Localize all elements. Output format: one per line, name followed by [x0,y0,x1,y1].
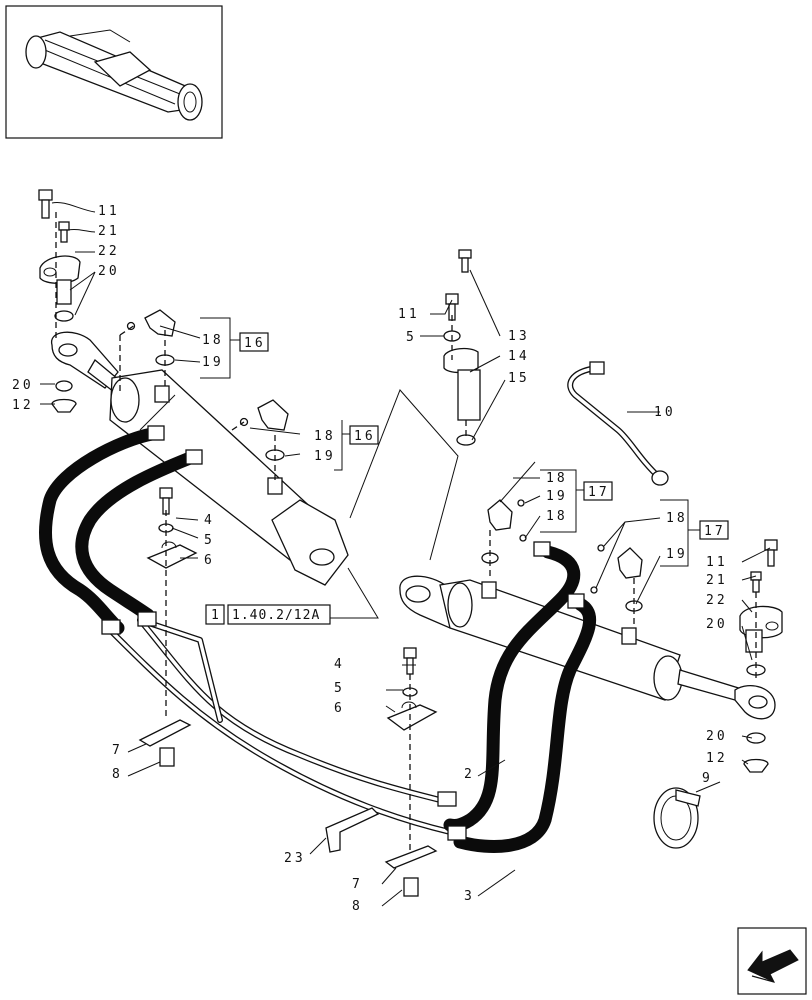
label-2: 2 [464,767,475,782]
hydraulic-hoses [38,425,596,853]
label-13: 13 [508,329,530,344]
label-17: 17 [588,485,610,500]
right-steering-cylinder [399,575,776,720]
label-19: 19 [666,547,688,562]
label-18: 18 [314,429,336,444]
label-11: 11 [98,204,120,219]
label-14: 14 [508,349,530,364]
label-7: 7 [112,743,123,758]
bracket-parts [138,487,438,897]
label-19: 19 [202,355,224,370]
label-20: 20 [98,264,120,279]
label-8: 8 [112,767,123,782]
label-18: 18 [202,333,224,348]
label-21: 21 [98,224,120,239]
label-23: 23 [284,851,306,866]
label-11: 11 [706,555,728,570]
label-4: 4 [334,657,345,672]
ref-index[interactable]: 1 [211,608,222,623]
hose-clamp-9 [653,787,701,849]
label-22: 22 [98,244,120,259]
label-12: 12 [12,398,34,413]
rigid-pipes [105,617,453,835]
left-stack-parts [38,189,176,413]
label-5: 5 [204,533,215,548]
label-21: 21 [706,573,728,588]
label-11: 11 [398,307,420,322]
label-5: 5 [406,330,417,345]
label-7: 7 [352,877,363,892]
left-steering-cylinder [51,331,349,586]
boxed-reference-frames [205,332,729,625]
label-17: 17 [704,524,726,539]
label-15: 15 [508,371,530,386]
label-20: 20 [12,378,34,393]
label-18: 18 [546,471,568,486]
label-19: 19 [314,449,336,464]
label-6: 6 [204,553,215,568]
label-6: 6 [334,701,345,716]
ref-code[interactable]: 1.40.2/12A [232,608,320,623]
label-18: 18 [666,511,688,526]
label-16: 16 [244,336,266,351]
middle-elbow-parts [231,399,289,480]
leader-lines [40,201,771,907]
label-18: 18 [546,509,568,524]
label-12: 12 [706,751,728,766]
label-9: 9 [702,771,713,786]
label-5: 5 [334,681,345,696]
label-16: 16 [354,429,376,444]
part-number-labels: 11 21 22 20 18 19 16 20 12 11 5 13 14 15… [12,204,728,914]
previous-page-button[interactable] [737,927,807,995]
label-22: 22 [706,593,728,608]
label-4: 4 [204,513,215,528]
right-fitting-parts [481,499,643,625]
label-8: 8 [352,899,363,914]
axle-assembly-thumbnail [25,29,203,121]
axle-thumbnail[interactable] [5,5,223,139]
label-3: 3 [464,889,475,904]
label-19: 19 [546,489,568,504]
pipe-10 [567,361,669,486]
label-20: 20 [706,729,728,744]
center-stack-parts [443,249,481,446]
label-20: 20 [706,617,728,632]
previous-page-arrow-icon [747,949,799,984]
label-10: 10 [654,405,676,420]
